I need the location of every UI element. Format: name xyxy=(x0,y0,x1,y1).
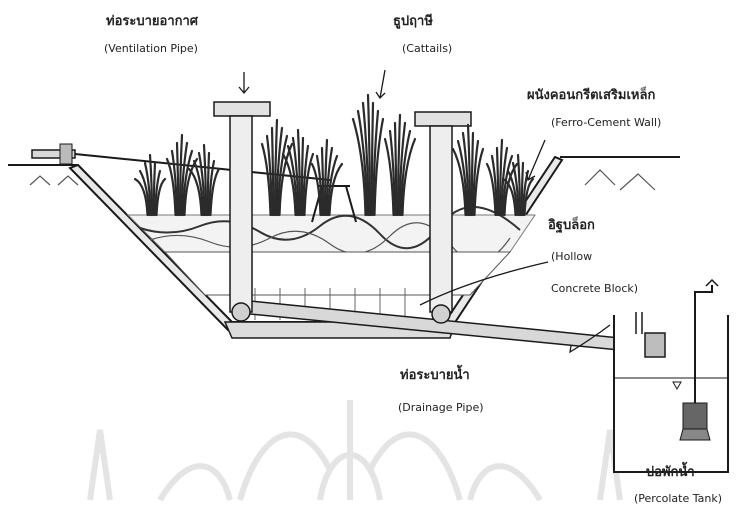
cattail-clump xyxy=(353,95,383,215)
cattail-clump xyxy=(283,130,313,215)
cattail-leaf xyxy=(185,159,198,215)
hollow-block-label-english-2: Concrete Block) xyxy=(551,282,638,295)
ventilation-pipe-label-thai: ท่อระบายอากาศ xyxy=(106,10,198,31)
ferro-cement-wall-label-english: (Ferro-Cement Wall) xyxy=(551,116,661,129)
percolate-tank-label-thai: บ่อพักน้ำ xyxy=(646,461,695,482)
percolate-tank xyxy=(614,280,728,472)
cattail-clump xyxy=(262,120,292,215)
watermark-emblem xyxy=(90,400,620,500)
cattail-clump xyxy=(385,115,415,215)
hollow-block-label-thai: อิฐบล็อก xyxy=(548,214,595,235)
cattail-leaf xyxy=(403,139,416,215)
cattails-label-thai: ธูปฤาษี xyxy=(393,10,433,31)
substrate-layer xyxy=(128,215,535,252)
ventilation-pipe-label-english: (Ventilation Pipe) xyxy=(104,42,198,55)
percolate-tank-label-english: (Percolate Tank) xyxy=(634,492,722,505)
cattail-clump xyxy=(189,145,219,215)
cattails-label-english: (Cattails) xyxy=(402,42,452,55)
drainage-pipe-label-thai: ท่อระบายน้ำ xyxy=(400,364,470,385)
soil-hatch-left xyxy=(30,176,78,185)
soil-hatch-right xyxy=(585,170,655,190)
inlet-valve xyxy=(60,144,72,164)
cattail-plants xyxy=(135,95,533,215)
cattail-clump xyxy=(487,140,517,215)
hollow-block-label-english-1: (Hollow xyxy=(551,250,592,263)
cattail-leaf xyxy=(453,149,466,215)
cattail-clump xyxy=(135,155,165,215)
cattail-clump xyxy=(453,125,483,215)
cattail-leaf xyxy=(353,119,366,215)
ferro-cement-wall-label-thai: ผนังคอนกรีตเสริมเหล็ก xyxy=(527,84,655,105)
cattail-leaf xyxy=(330,164,343,215)
drainage-pipe-label-english: (Drainage Pipe) xyxy=(398,401,484,414)
